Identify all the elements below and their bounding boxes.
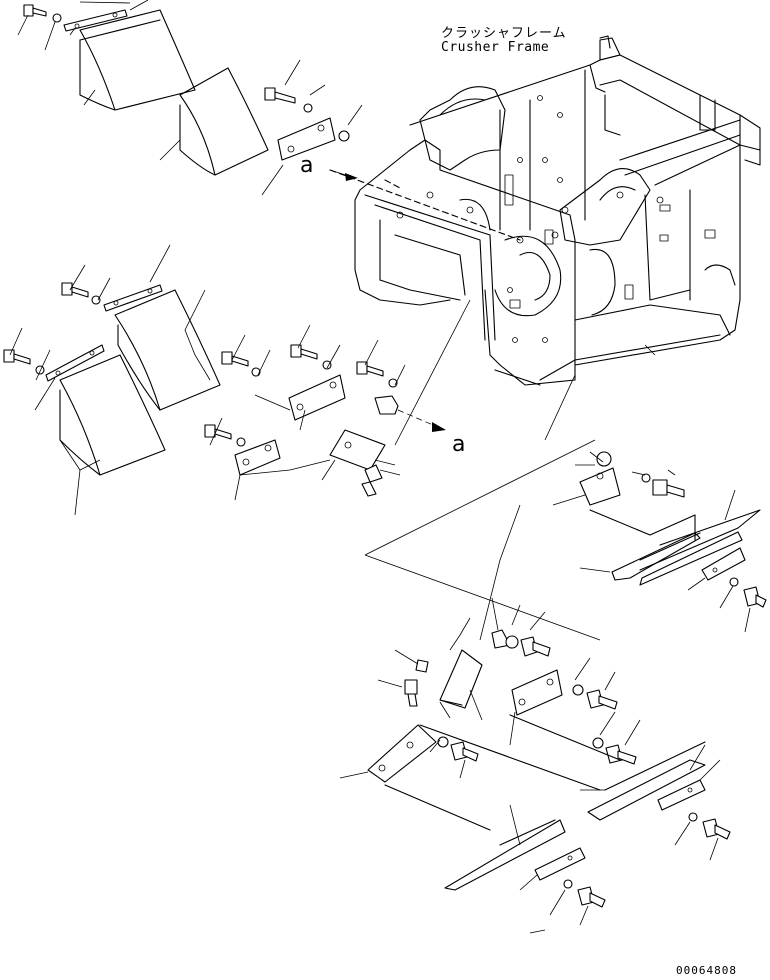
bolt-icon — [743, 586, 767, 608]
detail-lower-assembly — [339, 504, 731, 934]
drawing-number: 00064808 — [676, 964, 737, 977]
bolt-icon — [702, 818, 731, 840]
bolt-icon — [23, 4, 47, 17]
bolt-icon — [204, 424, 232, 440]
reference-mark-lower: a — [452, 432, 466, 457]
bolt-icon — [264, 87, 296, 104]
detail-frame — [364, 439, 601, 641]
bolt-icon — [577, 886, 606, 908]
bolt-icon — [520, 636, 551, 657]
frame-holes — [396, 95, 716, 343]
bolt-icon — [356, 361, 384, 377]
bolt-icon — [290, 344, 318, 360]
reference-mark-upper: a — [300, 153, 314, 178]
middle-left-cover-assembly — [3, 244, 471, 516]
bolt-icon — [652, 479, 685, 498]
bolt-icon — [450, 741, 479, 762]
frame-label-japanese: クラッシャフレーム — [441, 26, 567, 41]
bolt-icon — [3, 349, 31, 365]
bolt-icon — [605, 744, 637, 765]
bolt-icon — [361, 464, 383, 497]
bolt-icon — [586, 689, 618, 710]
bolt-icon — [404, 679, 418, 707]
crusher-frame — [329, 35, 761, 386]
bolt-icon — [61, 282, 89, 298]
upper-left-cover-assembly — [17, 0, 363, 196]
frame-label-english: Crusher Frame — [441, 40, 550, 55]
detail-upper-right — [552, 451, 767, 633]
